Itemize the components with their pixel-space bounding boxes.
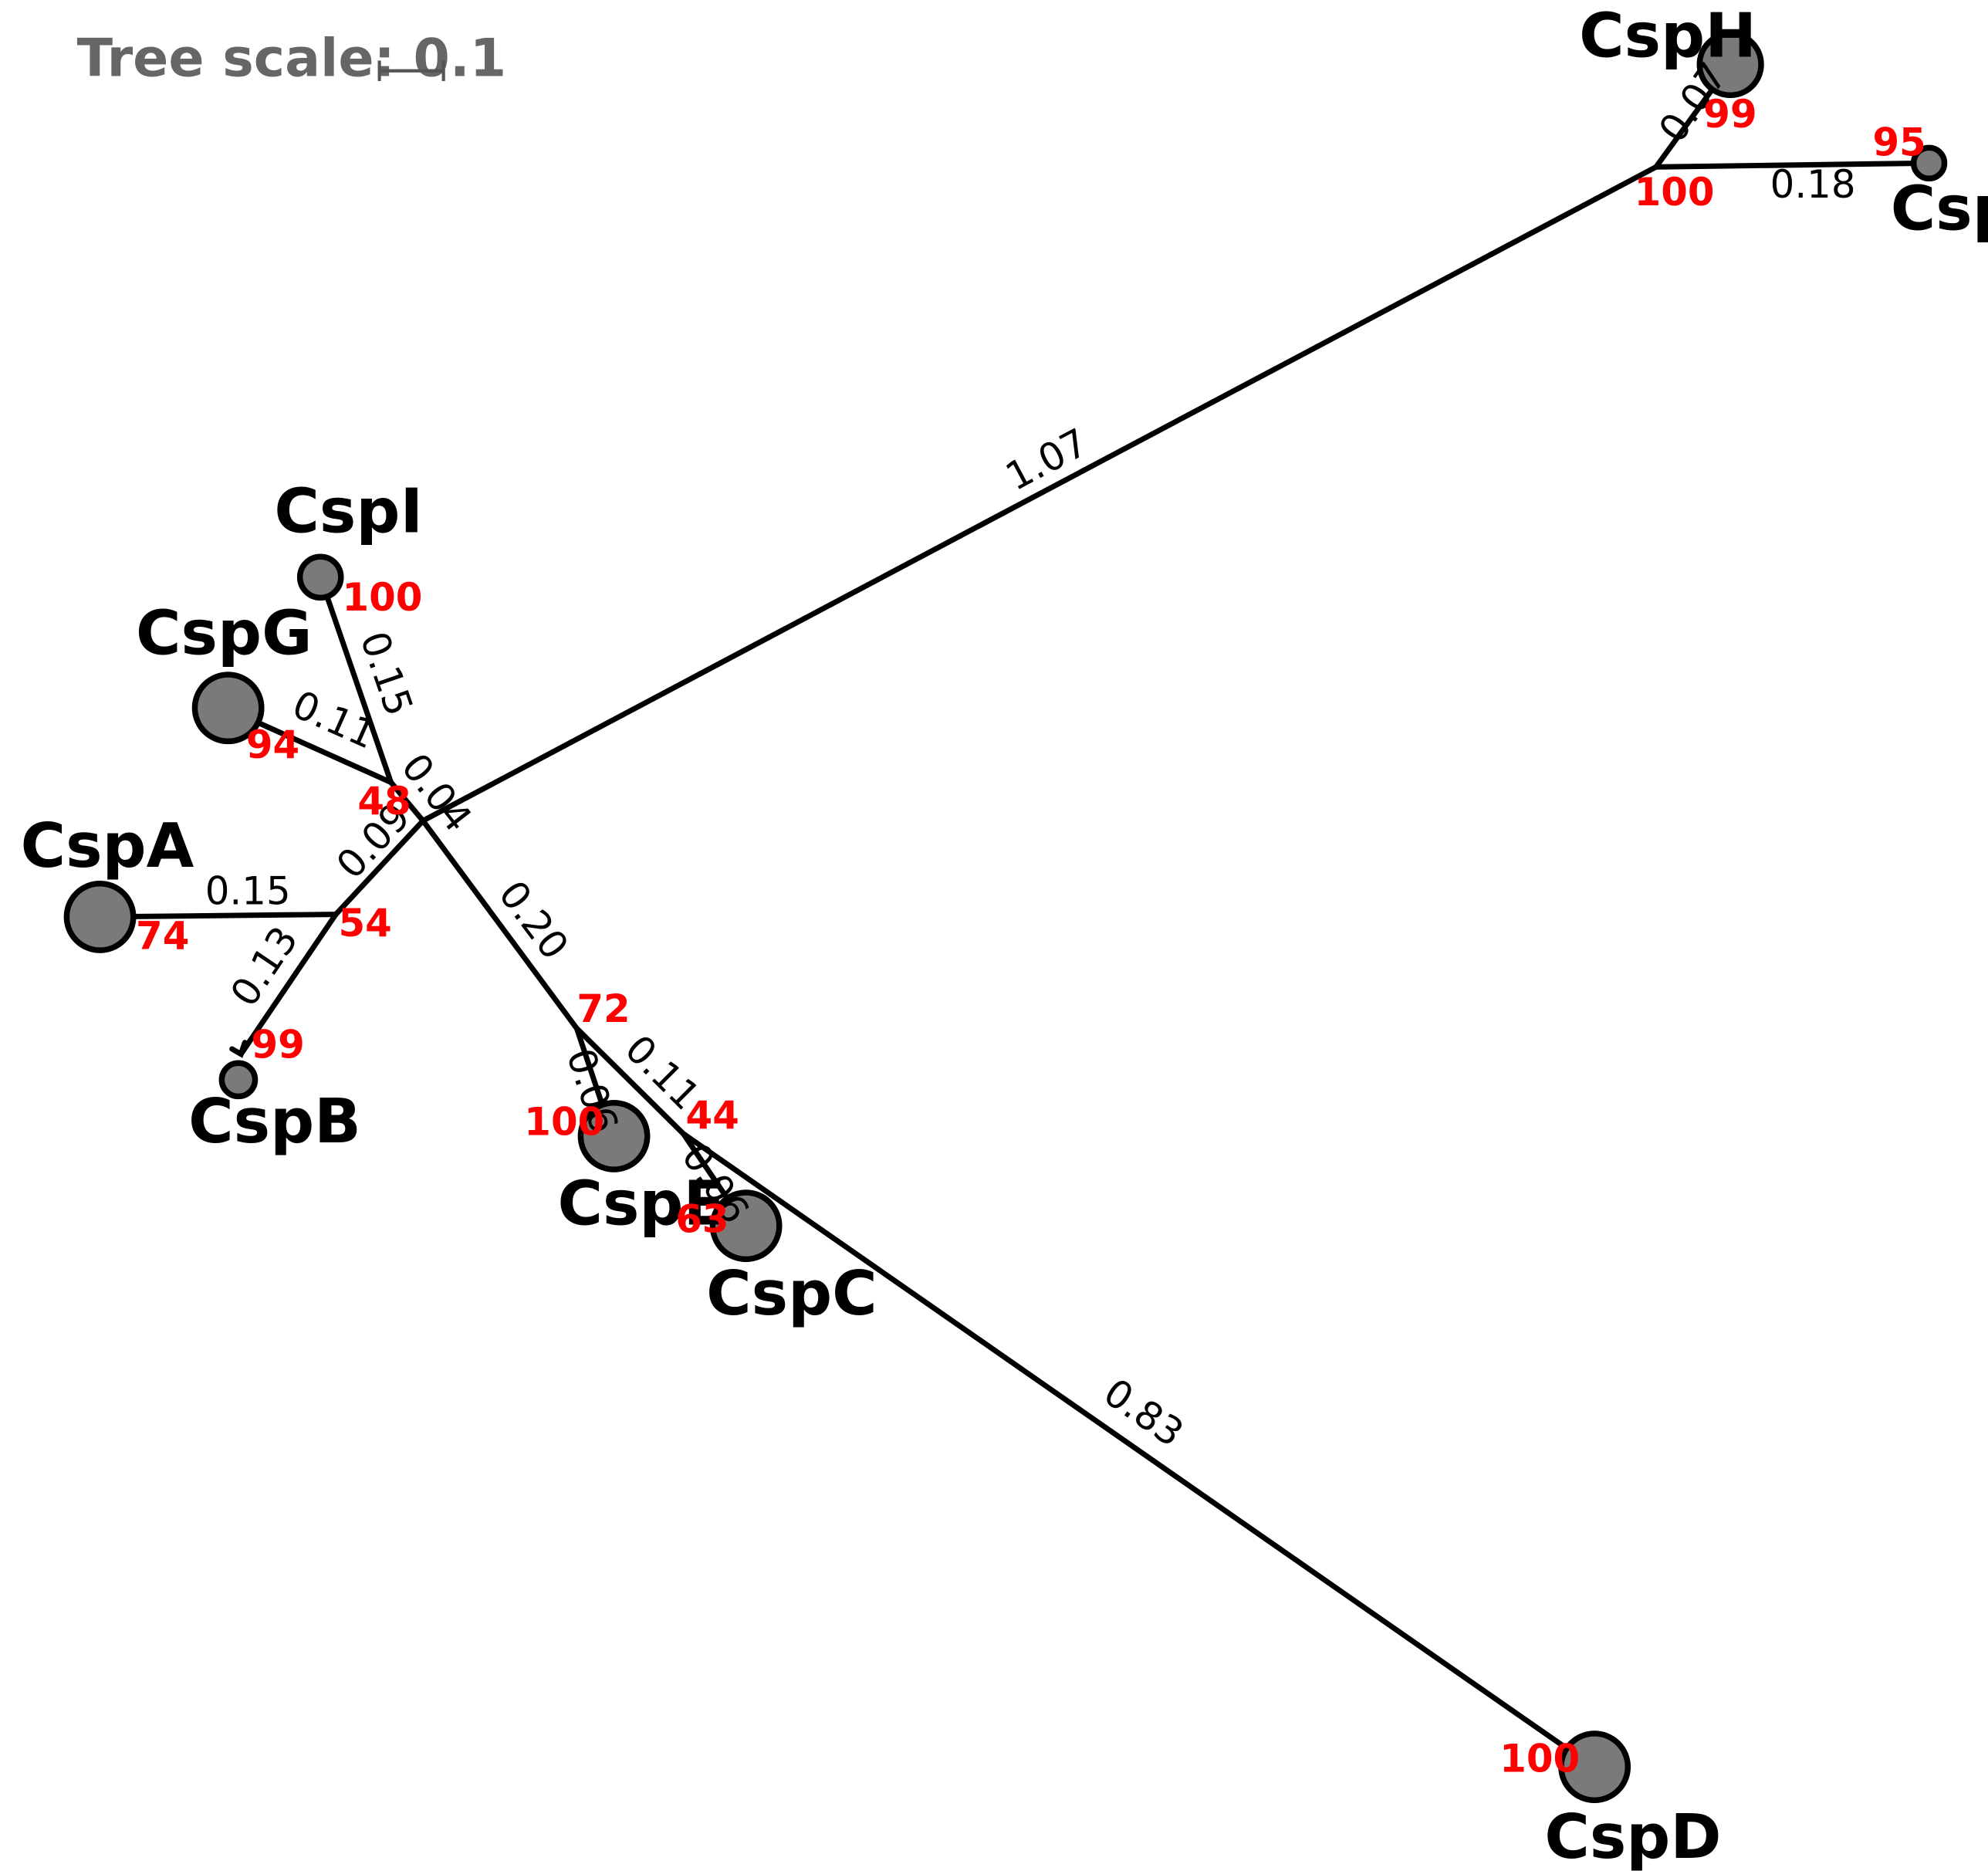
branch-n72-to-n44 [573, 1025, 686, 1137]
leaf-label-cspg: CspG [136, 597, 312, 668]
leaf-labels: CspH CspF CspI CspG CspA CspB CspE CspC … [21, 0, 1988, 1871]
bootstrap-n48: 48 [357, 779, 411, 824]
node-cspb [218, 1060, 259, 1100]
bootstrap-n44: 44 [686, 1093, 739, 1138]
branch-length-n72: 0.20 [490, 872, 577, 967]
bootstrap-cspi: 100 [342, 575, 422, 620]
branch-length-cspd: 0.83 [1096, 1370, 1192, 1456]
branch-root-to-n54 [333, 817, 426, 918]
branch-to-cspb [238, 912, 339, 1057]
bootstrap-cspg: 94 [246, 722, 299, 767]
bootstrap-csph: 99 [1703, 92, 1756, 137]
node-cspf [1910, 144, 1948, 181]
leaf-label-cspa: CspA [21, 810, 194, 881]
node-cspe [577, 1100, 651, 1172]
arrowhead-cspb [229, 1040, 248, 1058]
leaf-label-cspb: CspB [188, 1085, 361, 1157]
bootstrap-cspc: 63 [675, 1196, 729, 1241]
node-cspc [709, 1189, 783, 1263]
branch-root-to-n72 [420, 817, 580, 1031]
bootstrap-n100: 100 [1635, 170, 1715, 215]
node-cspa [63, 880, 137, 953]
leaf-label-csph: CspH [1579, 0, 1756, 71]
leaf-label-cspf: CspF [1891, 173, 1988, 245]
leaf-label-cspe: CspE [557, 1168, 725, 1240]
bootstrap-n72: 72 [576, 986, 630, 1031]
leaf-label-cspc: CspC [706, 1257, 877, 1329]
branch-root-to-n100 [420, 164, 1659, 824]
branch-root-to-n48 [388, 780, 426, 824]
tree-scale-label: Tree scale: 0.1 [77, 28, 506, 89]
tree-scale-bar [377, 60, 445, 82]
branch-length-cspg: 0.11 [286, 682, 382, 757]
branch-to-cspf [1653, 160, 1932, 170]
bootstrap-cspf: 95 [1873, 120, 1926, 164]
branch-length-cspf: 0.18 [1770, 162, 1856, 207]
bootstrap-cspd: 100 [1499, 1737, 1580, 1781]
node-cspg [191, 672, 265, 745]
bootstrap-n54: 54 [338, 901, 391, 946]
bootstrap-cspb: 99 [252, 1023, 305, 1067]
branch-length-cspa: 0.15 [205, 868, 291, 913]
branch-to-cspa [97, 912, 339, 920]
bootstrap-cspa: 74 [136, 913, 189, 958]
node-csph [1696, 30, 1764, 99]
branch-length-cspb: 0.13 [221, 919, 306, 1014]
leaf-label-cspd: CspD [1544, 1801, 1721, 1871]
node-cspd [1558, 1731, 1631, 1803]
branch-to-cspi [317, 574, 394, 786]
node-cspi [296, 553, 344, 601]
leaf-label-cspi: CspI [274, 475, 423, 547]
bootstrap-labels: 99 100 95 100 94 48 54 74 99 72 100 44 6… [136, 92, 1926, 1781]
branch-length-labels: 0.15 0.11 0.04 0.09 0.15 0.13 0.20 0.06 … [205, 55, 1856, 1456]
bootstrap-cspe: 100 [524, 1099, 604, 1144]
leaf-nodes [63, 30, 1948, 1803]
branch-to-cspd [680, 1131, 1596, 1770]
